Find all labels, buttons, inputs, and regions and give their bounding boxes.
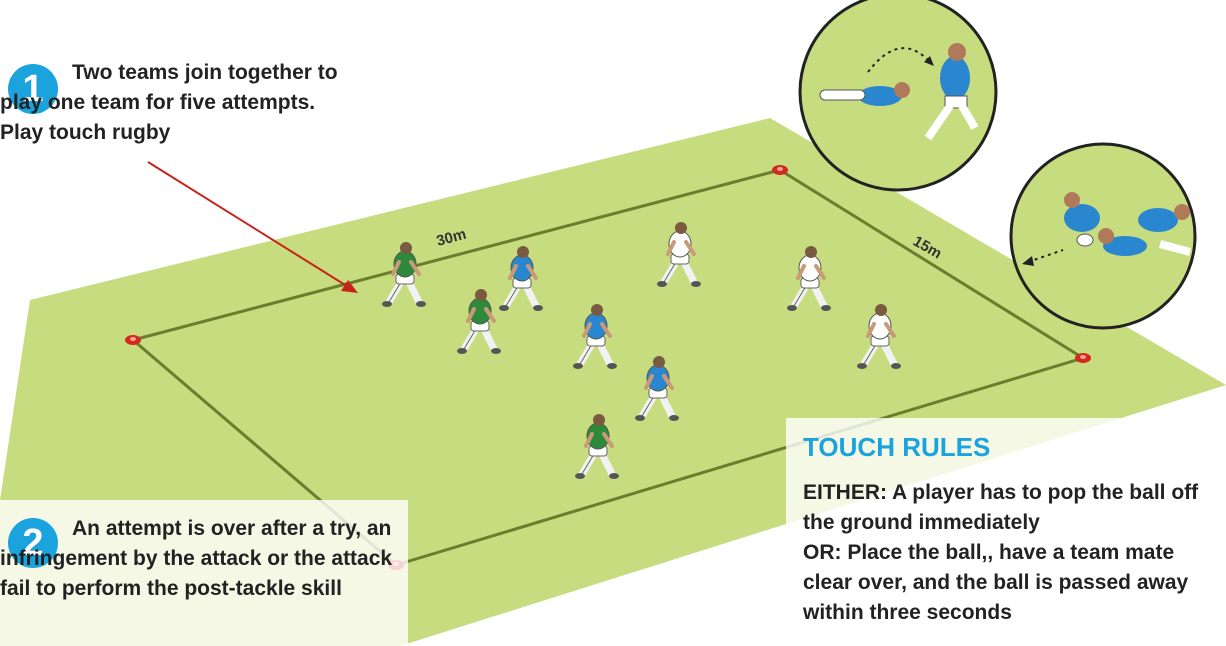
player-figure-icon [657, 222, 701, 287]
touch-rules-title: TOUCH RULES [803, 432, 991, 462]
player-figure-icon [382, 242, 426, 307]
player-figure-icon [635, 356, 679, 421]
touch-rules-either: EITHER: A player has to pop the ball off… [803, 481, 1199, 534]
inset-pop-ball [798, 0, 998, 192]
player-figure-icon [499, 246, 543, 311]
touch-rules-or: OR: Place the ball,, have a team mate cl… [803, 541, 1189, 624]
step-1-badge: 1 [8, 64, 58, 114]
step-2-badge: 2 [8, 518, 58, 568]
step-1-text-content: Two teams join together to play one team… [0, 61, 338, 144]
player-figure-icon [573, 304, 617, 369]
cone-marker-icon [125, 335, 141, 345]
inset-place-ball [1009, 142, 1197, 330]
player-figure-icon [575, 414, 619, 479]
cone-marker-icon [1075, 353, 1091, 363]
step-2-text: An attempt is over after a try, an infri… [0, 514, 400, 604]
cone-marker-icon [772, 165, 788, 175]
step-2-text-content: An attempt is over after a try, an infri… [0, 517, 393, 600]
touch-rules-body: EITHER: A player has to pop the ball off… [803, 478, 1223, 628]
pointer-arrow [147, 161, 358, 293]
player-figure-icon [787, 246, 831, 311]
step-1-text: Two teams join together to play one team… [0, 58, 360, 148]
player-figure-icon [457, 289, 501, 354]
player-figure-icon [857, 304, 901, 369]
step-2-panel [0, 500, 408, 646]
touch-rules-panel [786, 418, 1226, 646]
